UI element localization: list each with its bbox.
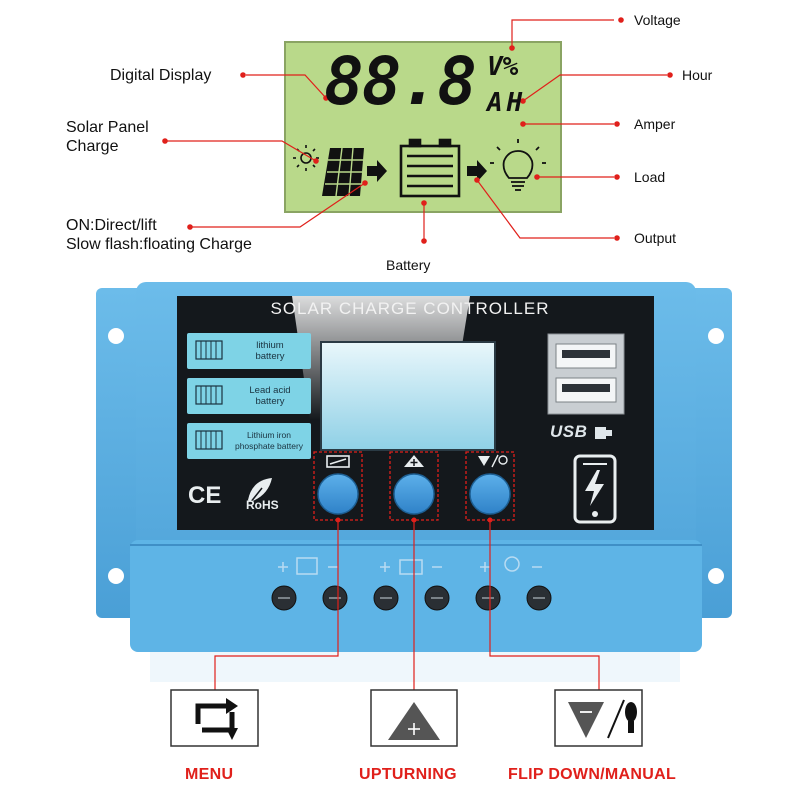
down-manual-symbol-icon	[478, 454, 508, 468]
mount-hole-icon	[708, 328, 724, 344]
phone-charging-icon	[573, 454, 617, 524]
solar-panel-icon	[322, 147, 364, 197]
rohs-leaf-icon	[245, 478, 272, 509]
button-callout-lines	[214, 520, 600, 690]
lcd-unit-amp-hour: AH	[487, 88, 527, 118]
lcd-digits: 88.8	[324, 43, 477, 120]
battery-type-lithium: lithium battery	[232, 340, 308, 362]
output-label: Output	[634, 230, 677, 246]
down-triangle-icon	[568, 702, 604, 738]
amper-label: Amper	[634, 116, 676, 132]
battery-label: Battery	[386, 257, 431, 273]
battery-terminal-icon	[399, 559, 423, 575]
voltage-label: Voltage	[634, 12, 681, 28]
lcd-unit-voltage-percent: V%	[487, 52, 519, 82]
battery-type-line: Lithium iron	[247, 430, 291, 440]
menu-symbol-icon	[326, 455, 350, 468]
upturning-caption: UPTURNING	[359, 766, 457, 783]
solar-panel-charge-label-line2: Charge	[66, 138, 119, 155]
battery-type-line: lithium	[256, 340, 284, 351]
lcd-panel	[284, 41, 562, 213]
ce-mark: CE	[188, 482, 222, 509]
solar-panel-charge-label-line1: Solar Panel	[66, 119, 149, 136]
usb-port-icon	[547, 333, 625, 415]
load-label: Load	[634, 169, 666, 185]
battery-icon	[399, 138, 461, 198]
terminal-symbols	[278, 556, 542, 575]
up-button[interactable]	[393, 473, 435, 515]
mount-hole-icon	[708, 568, 724, 584]
up-triangle-icon	[388, 702, 440, 740]
hour-label: Hour	[682, 67, 713, 83]
flip-down-symbol-box	[554, 689, 643, 747]
charge-arrow-icon	[367, 160, 387, 182]
direct-lift-label: ON:Direct/lift	[66, 217, 157, 234]
down-manual-button[interactable]	[469, 473, 511, 515]
mount-hole-icon	[108, 568, 124, 584]
up-symbol-icon	[404, 455, 424, 467]
bulb-icon	[490, 139, 546, 191]
battery-type-line: Lead acid	[249, 385, 291, 396]
cycle-arrows-icon	[195, 698, 238, 740]
device-title: SOLAR CHARGE CONTROLLER	[270, 299, 550, 318]
callout-dots	[162, 17, 673, 244]
solar-terminal-icon	[296, 557, 318, 575]
upturning-symbol-box	[370, 689, 458, 747]
mount-hole-icon	[108, 328, 124, 344]
usb-plug-icon	[595, 427, 606, 439]
battery-type-line: battery	[255, 351, 285, 362]
device-lcd-window	[320, 341, 496, 451]
menu-caption: MENU	[185, 766, 234, 783]
rohs-mark: RoHS	[246, 498, 279, 512]
battery-type-tags	[187, 333, 311, 459]
usb-label: USB	[550, 422, 588, 441]
flip-down-manual-caption: FLIP DOWN/MANUAL	[508, 766, 677, 783]
output-arrow-icon	[467, 160, 487, 182]
battery-type-lifepo4: Lithium iron phosphate battery	[226, 430, 312, 452]
menu-symbol-box	[170, 689, 259, 747]
battery-type-lead-acid: Lead acid battery	[232, 385, 308, 407]
menu-button[interactable]	[317, 473, 359, 515]
screw-terminals	[271, 585, 552, 611]
battery-type-line: battery	[255, 396, 285, 407]
load-terminal-icon	[504, 556, 520, 572]
floating-charge-label: Slow flash:floating Charge	[66, 236, 252, 253]
digital-display-label: Digital Display	[110, 67, 212, 84]
callout-lines	[163, 19, 667, 241]
battery-type-line: phosphate battery	[234, 441, 304, 451]
manual-bulb-icon	[625, 702, 637, 733]
